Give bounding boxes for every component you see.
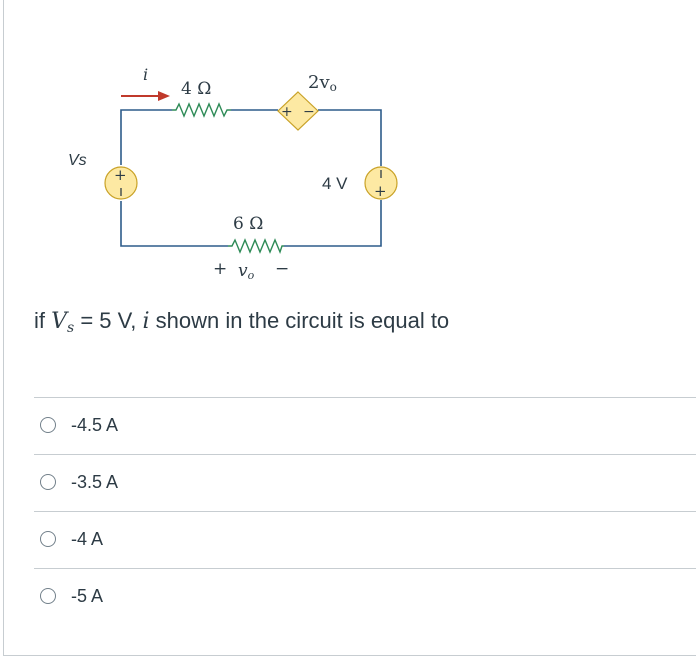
answer-option-3[interactable]: -4 A: [40, 524, 103, 554]
vo-label: vo: [238, 261, 255, 282]
answer-label: -4 A: [71, 528, 104, 549]
dep-minus: −: [303, 104, 315, 120]
vo-plus: +: [213, 259, 227, 279]
answer-label: -5 A: [71, 585, 104, 606]
question-middle: = 5 V,: [74, 308, 143, 333]
radio-button[interactable]: [40, 474, 56, 490]
answer-label: -3.5 A: [71, 471, 119, 492]
answer-divider: [34, 397, 696, 398]
radio-button[interactable]: [40, 531, 56, 547]
resistor-4ohm: [172, 102, 231, 118]
vs-plus: +: [114, 166, 127, 184]
answer-option-2[interactable]: -3.5 A: [40, 467, 118, 497]
question-var-sub: s: [67, 320, 75, 336]
answer-option-1[interactable]: -4.5 A: [40, 410, 118, 440]
question-prefix: if: [34, 308, 52, 333]
question-suffix: shown in the circuit is equal to: [149, 308, 450, 333]
question-text: if Vs = 5 V, i shown in the circuit is e…: [34, 308, 449, 336]
v4-plus: +: [374, 182, 387, 200]
source-vs-label: Vs: [68, 152, 87, 169]
answer-label: -4.5 A: [71, 414, 119, 435]
radio-button[interactable]: [40, 417, 56, 433]
answer-divider: [34, 511, 696, 512]
answer-divider: [34, 568, 696, 569]
dep-plus: +: [281, 104, 293, 120]
resistor-6ohm: [228, 238, 284, 254]
resistor-top-label: 4 Ω: [181, 79, 211, 99]
circuit-diagram: i 4 Ω + − 2vo + Vs + 4 V 6 Ω + vo −: [68, 65, 398, 282]
current-label: i: [143, 65, 148, 84]
question-card: [3, 0, 696, 656]
dependent-source-icon: [277, 91, 319, 131]
source-4v-icon: [364, 166, 398, 200]
question-var-i: i: [142, 309, 150, 334]
answer-option-4[interactable]: -5 A: [40, 581, 103, 611]
vo-minus: −: [275, 259, 289, 279]
resistor-bottom-label: 6 Ω: [233, 214, 263, 234]
answer-divider: [34, 454, 696, 455]
source-4v-label: 4 V: [322, 174, 348, 193]
circuit-wires: [120, 109, 382, 247]
question-var-v: V: [51, 309, 68, 334]
source-vs-icon: [104, 166, 138, 200]
dependent-source-label: 2vo: [308, 72, 337, 94]
current-arrow-icon: [121, 91, 170, 101]
radio-button[interactable]: [40, 588, 56, 604]
